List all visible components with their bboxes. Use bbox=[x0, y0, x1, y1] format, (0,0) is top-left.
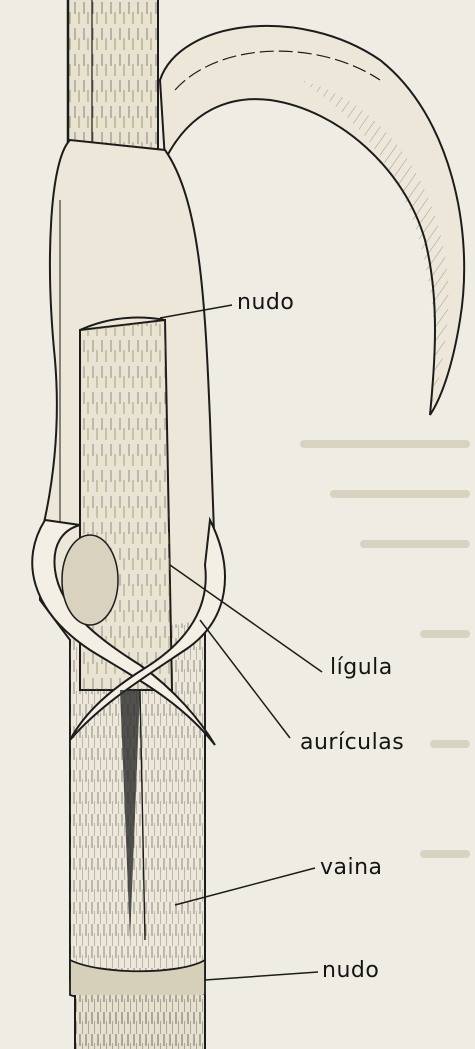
label-nudo-upper: nudo bbox=[237, 290, 294, 315]
leader-nudo-lower bbox=[205, 972, 318, 980]
label-vaina: vaina bbox=[320, 855, 383, 880]
bleed-through-marks bbox=[300, 440, 470, 858]
label-ligula: lígula bbox=[330, 655, 393, 680]
label-auriculas: aurículas bbox=[300, 730, 404, 755]
label-nudo-lower: nudo bbox=[322, 958, 379, 983]
lower-culm bbox=[75, 995, 205, 1049]
leader-auriculas bbox=[200, 620, 290, 738]
